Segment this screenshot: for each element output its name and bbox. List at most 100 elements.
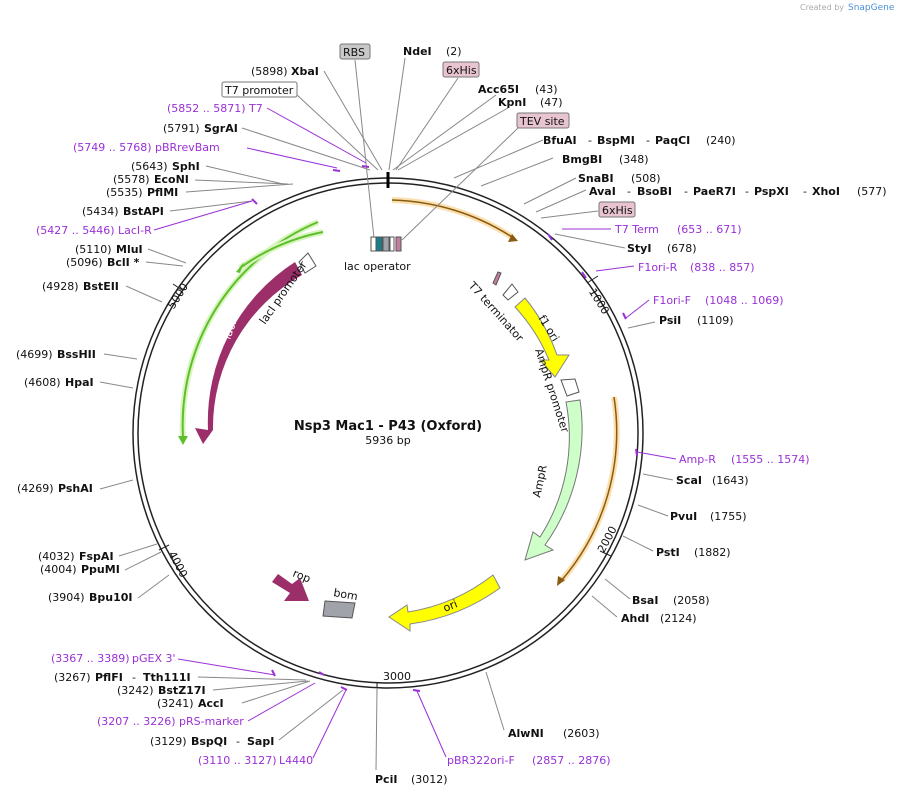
enzyme-label-SnaBI[interactable]: SnaBI(508)	[578, 172, 661, 185]
enzyme-label-MluI[interactable]: (5110)MluI	[75, 243, 143, 256]
svg-text:LacI-R: LacI-R	[118, 224, 152, 237]
enzyme-label-Bpu10I[interactable]: (3904)Bpu10I	[48, 591, 133, 604]
tick-3000: 3000	[383, 670, 411, 683]
t7-terminator-label: T7 terminator	[465, 279, 526, 345]
enzyme-label-PflMI[interactable]: (5535)PflMI	[106, 186, 178, 199]
svg-text:(577): (577)	[857, 185, 887, 198]
enzyme-label-EcoNI[interactable]: (5578)EcoNI	[113, 173, 189, 186]
enzyme-label-PshAI[interactable]: (4269)PshAI	[17, 482, 93, 495]
svg-text:BstEII: BstEII	[83, 280, 119, 293]
svg-text:-: -	[627, 185, 631, 198]
his-tag-box-1	[442, 61, 480, 78]
primer-label-F1ori-F[interactable]: F1ori-F(1048 .. 1069)	[653, 294, 784, 307]
primer-label-L4440[interactable]: (3110 .. 3127)L4440	[198, 754, 313, 767]
svg-text:BmgBI: BmgBI	[562, 153, 602, 166]
svg-text:(4004): (4004)	[40, 563, 77, 576]
enzyme-label-ScaI[interactable]: ScaI(1643)	[676, 474, 749, 487]
enzyme-label-PciI[interactable]: PciI(3012)	[375, 773, 448, 786]
svg-text:-: -	[684, 185, 688, 198]
svg-text:SgrAI: SgrAI	[204, 122, 238, 135]
enzyme-label-PflFI[interactable]: (3267) PflFI - Tth111I	[54, 671, 191, 684]
enzyme-label-BspQI[interactable]: (3129) BspQI - SapI	[150, 735, 274, 748]
svg-text:(2124): (2124)	[660, 612, 697, 625]
enzyme-label-BsaI[interactable]: BsaI(2058)	[632, 594, 710, 607]
enzyme-label-PstI[interactable]: PstI(1882)	[656, 546, 731, 559]
rbs-label: RBS	[343, 46, 365, 59]
svg-text:(348): (348)	[619, 153, 649, 166]
orange-arc-right-head	[557, 576, 565, 586]
enzyme-label-AvaI[interactable]: AvaI -BsoBI -PaeR7I -PspXI -XhoI (577)	[589, 185, 887, 198]
primer-label-T7-Term[interactable]: T7 Term(653 .. 671)	[614, 223, 742, 236]
enzyme-label-FspAI[interactable]: (4032)FspAI	[38, 550, 114, 563]
svg-text:(2058): (2058)	[673, 594, 710, 607]
svg-text:F1ori-F: F1ori-F	[653, 294, 691, 307]
primer-label-F1ori-R[interactable]: F1ori-R (838 .. 857)	[638, 261, 755, 274]
svg-text:(1109): (1109)	[697, 314, 734, 327]
svg-text:-: -	[588, 134, 592, 147]
primer-label-T7[interactable]: (5852 .. 5871)T7	[167, 102, 263, 115]
svg-text:SphI: SphI	[172, 160, 200, 173]
svg-text:pBR322ori-F: pBR322ori-F	[447, 754, 515, 767]
primer-label-pBRrevBam[interactable]: (5749 .. 5768)pBRrevBam	[73, 141, 220, 154]
enzyme-label-BstZ17I[interactable]: (3242)BstZ17I	[117, 684, 206, 697]
enzyme-label-SgrAI[interactable]: (5791)SgrAI	[163, 122, 238, 135]
primer-label-pGEX-3[interactable]: (3367 .. 3389)pGEX 3'	[51, 652, 176, 665]
svg-text:L4440: L4440	[279, 754, 313, 767]
svg-text:(2857 .. 2876): (2857 .. 2876)	[532, 754, 611, 767]
green-arc-outer-line	[181, 221, 319, 438]
svg-text:pGEX 3': pGEX 3'	[132, 652, 176, 665]
primer-label-pBR322ori-F[interactable]: pBR322ori-F (2857 .. 2876)	[447, 754, 611, 767]
svg-text:SapI: SapI	[247, 735, 274, 748]
t7-promoter-box	[221, 81, 298, 98]
primer-label-Amp-R[interactable]: Amp-R(1555 .. 1574)	[679, 453, 810, 466]
svg-text:BssHII: BssHII	[57, 348, 96, 361]
svg-text:SnaBI: SnaBI	[578, 172, 614, 185]
svg-text:(1882): (1882)	[694, 546, 731, 559]
green-arc-inner-line	[239, 231, 324, 269]
svg-text:BstAPI: BstAPI	[123, 205, 164, 218]
orange-arc-top	[391, 197, 514, 240]
enzyme-label-BfuAI[interactable]: BfuAI -BspMI -PaqCI (240)	[543, 134, 736, 147]
t7-promoter-label: T7 promoter	[224, 84, 294, 97]
primer-label-LacI-R[interactable]: (5427 .. 5446)LacI-R	[36, 224, 152, 237]
enzyme-label-BmgBI[interactable]: BmgBI (348)	[562, 153, 649, 166]
svg-text:PsiI: PsiI	[659, 314, 681, 327]
svg-text:PshAI: PshAI	[58, 482, 93, 495]
svg-text:(5535): (5535)	[106, 186, 143, 199]
tick-1000: 1000	[586, 286, 612, 317]
svg-text:(3241): (3241)	[157, 697, 194, 710]
ampr-label: AmpR	[530, 463, 550, 498]
enzyme-label-PsiI[interactable]: PsiI (1109)	[659, 314, 734, 327]
enzyme-label-StyI[interactable]: StyI(678)	[627, 242, 697, 255]
enzyme-label-BstAPI[interactable]: (5434)BstAPI	[82, 205, 164, 218]
svg-text:(2603): (2603)	[563, 727, 600, 740]
svg-text:(4032): (4032)	[38, 550, 75, 563]
enzyme-label-PvuI[interactable]: PvuI(1755)	[670, 510, 747, 523]
enzyme-label-BclI[interactable]: (5096)BclI *	[66, 256, 140, 269]
svg-text:F1ori-R: F1ori-R	[638, 261, 678, 274]
svg-text:(838 .. 857): (838 .. 857)	[690, 261, 755, 274]
svg-text:Acc65I: Acc65I	[478, 83, 519, 96]
enzyme-label-AlwNI[interactable]: AlwNI(2603)	[508, 727, 600, 740]
enzyme-label-PpuMI[interactable]: (4004)PpuMI	[40, 563, 120, 576]
svg-text:(3267): (3267)	[54, 671, 91, 684]
primer-label-pRS-marker[interactable]: (3207 .. 3226)pRS-marker	[97, 715, 244, 728]
svg-text:pRS-marker: pRS-marker	[179, 715, 244, 728]
enzyme-label-XbaI[interactable]: (5898)XbaI	[251, 65, 319, 78]
enzyme-label-BstEII[interactable]: (4928)BstEII	[42, 280, 119, 293]
enzyme-label-AhdI[interactable]: AhdI(2124)	[621, 612, 697, 625]
svg-text:(47): (47)	[540, 96, 563, 109]
enzyme-label-KpnI[interactable]: KpnI(47)	[498, 96, 563, 109]
enzyme-label-Acc65I[interactable]: Acc65I(43)	[478, 83, 558, 96]
svg-text:-: -	[132, 671, 136, 684]
svg-text:(240): (240)	[706, 134, 736, 147]
green-arc-outer-head	[178, 436, 188, 445]
enzyme-label-HpaI[interactable]: (4608)HpaI	[24, 376, 94, 389]
enzyme-label-NdeI[interactable]: NdeI(2)	[403, 45, 462, 58]
enzyme-label-BssHII[interactable]: (4699)BssHII	[16, 348, 96, 361]
tev-site-box	[516, 112, 570, 129]
svg-text:EcoNI: EcoNI	[154, 173, 189, 186]
enzyme-label-SphI[interactable]: (5643)SphI	[131, 160, 200, 173]
svg-text:AccI: AccI	[198, 697, 224, 710]
enzyme-label-AccI[interactable]: (3241) AccI	[157, 697, 224, 710]
